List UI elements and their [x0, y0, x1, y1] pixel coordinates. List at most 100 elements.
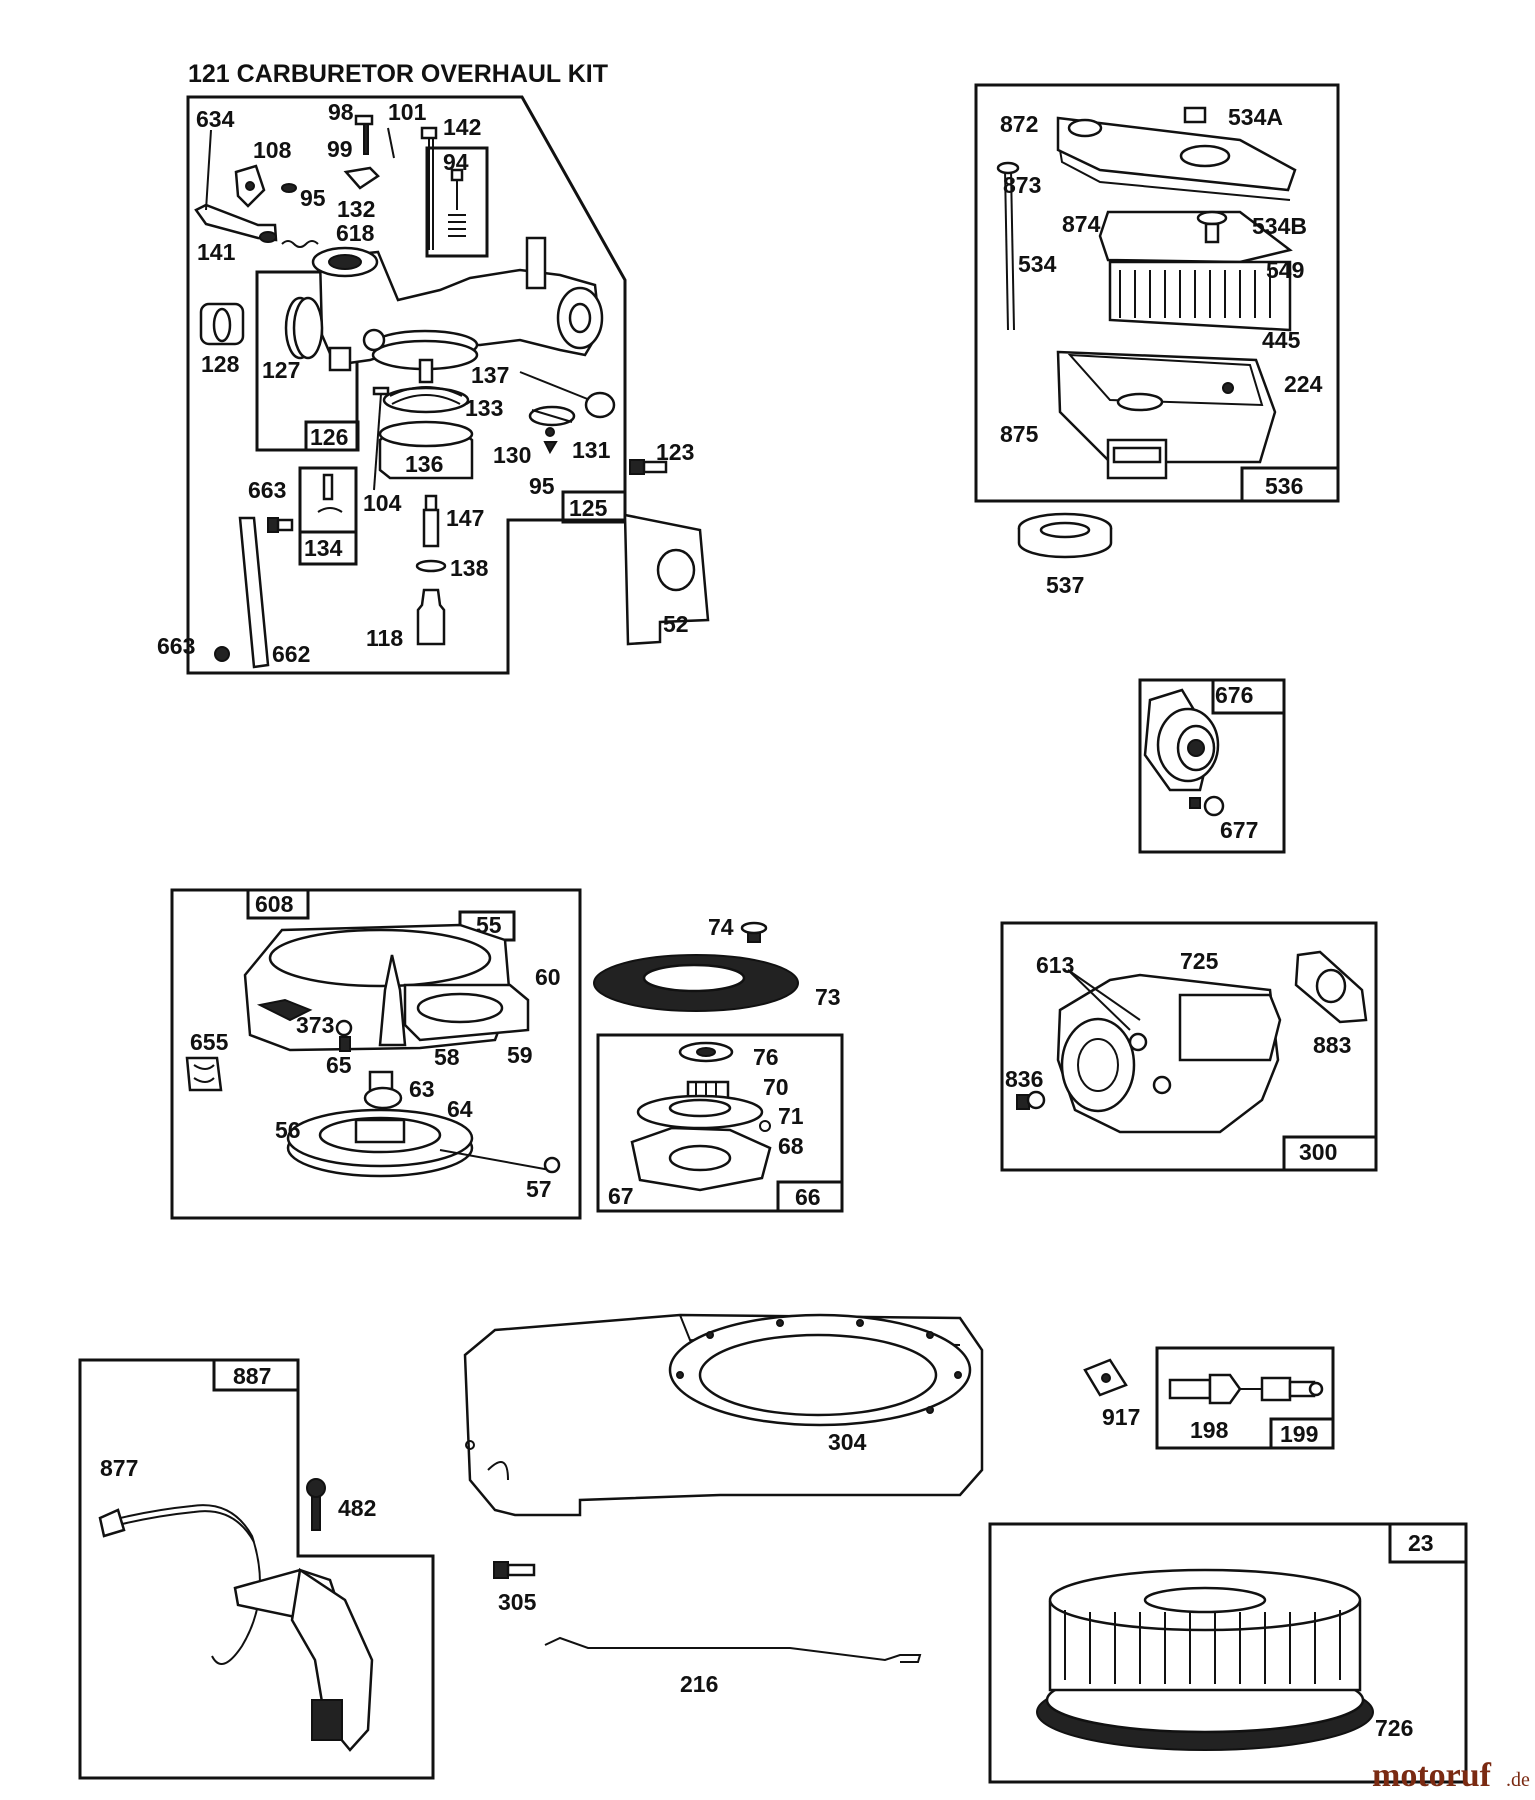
ignition-drawing	[98, 1478, 374, 1752]
blower-housing-drawing	[463, 1313, 984, 1517]
part-label: 52	[663, 611, 689, 637]
part-label: 663	[248, 477, 286, 503]
part-label: 95	[300, 185, 326, 211]
starter-group-box	[170, 888, 582, 1220]
carburetor-body-drawing	[284, 236, 604, 384]
flywheel-group-box	[988, 1522, 1468, 1784]
part-label: 57	[526, 1176, 552, 1202]
part-label: 618	[336, 220, 375, 246]
cylinder-shield-group-box	[1000, 921, 1378, 1172]
part-label: 134	[304, 535, 343, 561]
part-label: 65	[326, 1052, 352, 1078]
part-label: 68	[778, 1133, 804, 1159]
part-label: 676	[1215, 682, 1253, 708]
part-label: 127	[262, 357, 300, 383]
part-label: 118	[366, 625, 403, 651]
part-label: 58	[434, 1044, 460, 1070]
box-198-199	[1155, 1346, 1335, 1450]
part-label: 147	[446, 505, 484, 531]
part-label: 108	[253, 137, 292, 163]
part-label: 56	[275, 1117, 301, 1143]
part-label: 877	[100, 1455, 138, 1481]
part-label: 534A	[1228, 104, 1283, 130]
box-66-label	[776, 1180, 844, 1213]
part-label: 99	[327, 136, 353, 162]
part-label: 677	[1220, 817, 1258, 843]
part-917-drawing	[1083, 1358, 1128, 1397]
part-label: 634	[196, 106, 235, 132]
part-label: 663	[157, 633, 195, 659]
part-label: 138	[450, 555, 489, 581]
diagram-title: 121 CARBURETOR OVERHAUL KIT	[188, 60, 608, 88]
pawl-group-box	[596, 1033, 844, 1213]
flywheel-drawing	[1036, 1568, 1374, 1751]
watermark-tld: .de	[1506, 1769, 1530, 1791]
part-label: 74	[708, 914, 734, 940]
part-label: 142	[443, 114, 481, 140]
part-label: 98	[328, 99, 354, 125]
part-label: 300	[1299, 1139, 1337, 1165]
part-label: 136	[405, 451, 443, 477]
part-label: 141	[197, 239, 236, 265]
part-label: 873	[1003, 172, 1041, 198]
air-cleaner-group-box	[974, 83, 1340, 503]
box-676-label	[1211, 678, 1286, 715]
part-label: 198	[1190, 1417, 1229, 1443]
box-199-label	[1269, 1417, 1335, 1450]
part-label: 373	[296, 1012, 334, 1038]
part-label: 726	[1375, 1715, 1413, 1741]
carburetor-group-outline	[186, 95, 627, 675]
part-label: 132	[337, 196, 375, 222]
part-label: 613	[1036, 952, 1074, 978]
part-label: 304	[828, 1429, 867, 1455]
part-label: 70	[763, 1074, 789, 1100]
box-125-label	[561, 490, 627, 524]
part-label: 71	[778, 1103, 804, 1129]
part-label: 128	[201, 351, 240, 377]
part-label: 534	[1018, 251, 1057, 277]
part-198-199-drawing	[1168, 1373, 1324, 1405]
box-134	[298, 466, 358, 566]
part-label: 725	[1180, 948, 1219, 974]
carburetor-small-parts	[194, 114, 710, 669]
part-label: 883	[1313, 1032, 1351, 1058]
part-label: 125	[569, 495, 608, 521]
part-label: 66	[795, 1184, 821, 1210]
part-label: 94	[443, 149, 469, 175]
part-label: 67	[608, 1183, 634, 1209]
bolt-305-drawing	[493, 1561, 536, 1579]
pawl-screen-drawing	[593, 921, 799, 1012]
pawl-drawing	[630, 1041, 772, 1192]
part-label: 60	[535, 964, 561, 990]
air-cleaner-drawing	[996, 106, 1297, 559]
part-label: 95	[529, 473, 555, 499]
part-label: 104	[363, 490, 402, 516]
part-label: 608	[255, 891, 294, 917]
part-label: 534B	[1252, 213, 1307, 239]
link-216-drawing	[544, 1636, 922, 1663]
box-300-label	[1282, 1135, 1378, 1172]
box-887-label	[212, 1358, 300, 1392]
box-23-label	[1388, 1522, 1468, 1564]
part-label: 224	[1284, 371, 1323, 397]
part-label: 887	[233, 1363, 271, 1389]
part-label: 917	[1102, 1404, 1140, 1430]
part-label: 55	[476, 912, 502, 938]
part-label: 199	[1280, 1421, 1318, 1447]
part-label: 23	[1408, 1530, 1434, 1556]
part-label: 874	[1062, 211, 1101, 237]
part-label: 59	[507, 1042, 533, 1068]
box-94	[425, 146, 489, 258]
part-label: 537	[1046, 572, 1084, 598]
watermark-brand: motoruf	[1372, 1757, 1492, 1794]
part-label: 482	[338, 1495, 376, 1521]
part-label: 305	[498, 1589, 537, 1615]
box-536-label	[1240, 466, 1340, 503]
part-label: 133	[465, 395, 503, 421]
starter-drawing	[185, 923, 561, 1178]
part-label: 63	[409, 1076, 435, 1102]
part-label: 76	[753, 1044, 779, 1070]
part-label: 536	[1265, 473, 1303, 499]
part-label: 130	[493, 442, 531, 468]
